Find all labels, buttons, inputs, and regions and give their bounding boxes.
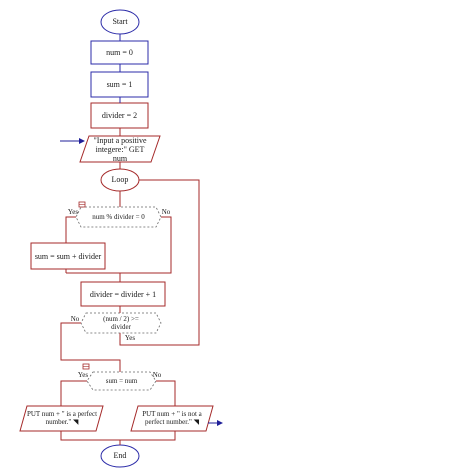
divider-update-label: divider = divider + 1	[89, 290, 157, 299]
end-label: End	[113, 451, 127, 460]
divisible-yes-label: Yes	[67, 208, 79, 216]
divisible-condition-label: num % divider = 0	[92, 213, 145, 221]
output-no-parallelogram[interactable]	[130, 405, 214, 432]
output-yes-parallelogram[interactable]	[19, 405, 104, 432]
loop-end-condition-label: (num / 2) >= divider	[103, 315, 139, 332]
divider-init-label: divider = 2	[101, 111, 138, 120]
divider-init-box[interactable]	[90, 102, 149, 129]
sum-init-label: sum = 1	[106, 80, 133, 89]
sum-update-label: sum = sum + divider	[34, 252, 102, 261]
newline-icon: ◥	[72, 418, 79, 427]
divisible-decision-diamond[interactable]	[75, 206, 162, 228]
loop-label: Loop	[111, 175, 129, 184]
perfect-no-label: No	[152, 371, 162, 379]
output-no-text: PUT num + " is not a perfect number."	[142, 410, 202, 427]
output-yes-label: PUT num + " is a perfect number." ◥	[24, 410, 100, 426]
divider-update-box[interactable]	[80, 281, 166, 307]
sum-update-box[interactable]	[30, 242, 106, 270]
perfect-yes-label: Yes	[77, 371, 89, 379]
input-parallelogram[interactable]	[79, 135, 161, 163]
loop-end-no-label: No	[70, 315, 80, 323]
perfect-condition-label: sum = num	[105, 377, 138, 385]
num-init-label: num = 0	[106, 48, 133, 57]
perfect-decision-diamond[interactable]	[86, 371, 157, 391]
start-label: Start	[112, 17, 128, 26]
flow-connectors	[60, 128, 200, 445]
loop-end-yes-label: Yes	[124, 334, 136, 342]
output-yes-text: PUT num + " is a perfect number."	[26, 410, 98, 427]
input-label: "Input a positive integere:" GET num	[93, 136, 147, 164]
output-no-label: PUT num + " is not a perfect number." ◥	[134, 410, 210, 426]
divisible-no-label: No	[161, 208, 171, 216]
newline-icon: ◥	[193, 418, 199, 427]
